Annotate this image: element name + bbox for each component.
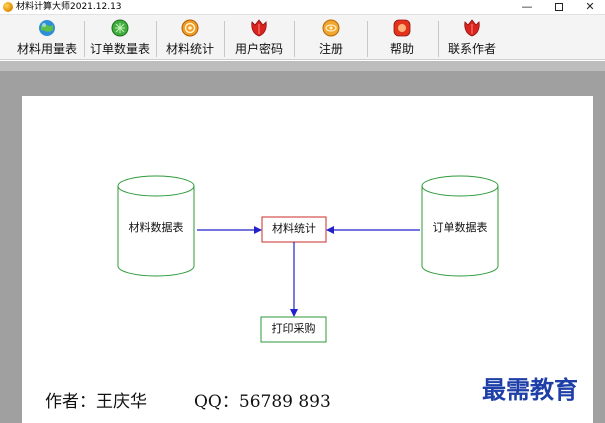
qq-text: QQ：56789 893 [194, 392, 331, 412]
toolbar-separator [367, 21, 368, 57]
maximize-icon [555, 3, 563, 11]
orders-db-label: 订单数据表 [432, 221, 488, 234]
toolbar-button-material-usage[interactable]: 材料用量表 [12, 17, 82, 59]
toolbar-label: 帮助 [389, 42, 414, 56]
red-square-icon [393, 19, 411, 37]
toolbar: 材料用量表 订单数量表 材料统计 用户密码 注册 [0, 14, 605, 60]
print-label: 打印采购 [271, 322, 316, 335]
maximize-button[interactable] [546, 0, 572, 14]
app-icon [3, 2, 13, 12]
close-button[interactable]: ✕ [585, 0, 595, 13]
orange-orb-icon [322, 19, 340, 37]
toolbar-label: 注册 [318, 42, 343, 56]
toolbar-label: 订单数量表 [89, 42, 150, 56]
toolbar-separator [294, 21, 295, 57]
orders-db-cylinder [421, 175, 499, 277]
mdi-header-strip [0, 61, 605, 71]
toolbar-label: 用户密码 [234, 42, 283, 56]
toolbar-separator [438, 21, 439, 57]
globe-icon [39, 20, 55, 36]
red-flower-icon [464, 19, 480, 37]
toolbar-label: 材料用量表 [16, 42, 77, 56]
toolbar-label: 联系作者 [447, 42, 496, 56]
minimize-button[interactable]: — [521, 0, 533, 13]
watermark-text: 最需教育 [482, 375, 578, 404]
stats-label: 材料统计 [272, 222, 316, 235]
toolbar-button-user-password[interactable]: 用户密码 [228, 17, 290, 59]
materials-db-label: 材料数据表 [128, 221, 184, 234]
toolbar-button-order-quantity[interactable]: 订单数量表 [86, 17, 154, 59]
window-title: 材料计算大师2021.12.13 [16, 2, 122, 12]
toolbar-label: 材料统计 [165, 42, 214, 56]
toolbar-separator [156, 21, 157, 57]
print-box [260, 316, 327, 343]
green-orb-icon [111, 19, 129, 37]
toolbar-separator [224, 21, 225, 57]
toolbar-button-contact-author[interactable]: 联系作者 [440, 17, 504, 59]
toolbar-button-help[interactable]: 帮助 [370, 17, 434, 59]
title-bar: 材料计算大师2021.12.13 — ✕ [0, 0, 605, 14]
toolbar-button-material-stats[interactable]: 材料统计 [160, 17, 220, 59]
orange-swirl-icon [181, 19, 199, 37]
toolbar-separator [84, 21, 85, 57]
author-text: 作者：王庆华 [45, 392, 147, 412]
red-flower-icon [251, 19, 267, 37]
materials-db-cylinder [117, 175, 195, 277]
toolbar-button-register[interactable]: 注册 [300, 17, 362, 59]
